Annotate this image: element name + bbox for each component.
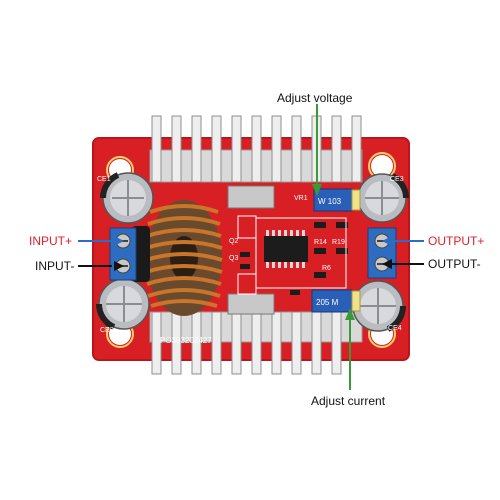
capacitor-ce3 (357, 173, 410, 223)
bottom-heatsink (149, 311, 363, 375)
top-heatsink (149, 115, 363, 183)
toroid-inductor (145, 200, 223, 316)
vr1-marking: VR1 (294, 195, 308, 202)
output-plus-label: OUTPUT+ (428, 234, 485, 248)
q3-marking: Q3 (229, 255, 238, 262)
r6-marking: R6 (322, 265, 331, 272)
adjust-current-label: Adjust current (311, 394, 386, 408)
arrow-right-icon (382, 259, 392, 269)
r14-marking: R14 (314, 239, 327, 246)
date-code-marking: PO303202427 (160, 336, 212, 345)
arrow-left-icon (114, 261, 124, 271)
smd-components (240, 222, 348, 295)
pot-bottom-marking: 205 M (316, 298, 339, 307)
silkscreen-outlines (237, 215, 347, 295)
input-plus-label: INPUT+ (29, 234, 73, 248)
output-minus-label: OUTPUT- (428, 257, 481, 271)
input-minus-callout (78, 261, 124, 271)
input-plus-callout (78, 236, 124, 246)
mosfet-q3 (227, 293, 275, 315)
arrow-right-icon (382, 236, 392, 246)
capacitor-ce2 (95, 278, 150, 330)
capacitor-ce4 (352, 280, 407, 332)
r19-marking: R19 (332, 239, 345, 246)
arrow-up-icon (345, 308, 355, 320)
adjust-voltage-label: Adjust voltage (277, 91, 353, 105)
controller-ic (264, 230, 308, 268)
arrow-left-icon (114, 236, 124, 246)
output-minus-callout (382, 259, 424, 269)
current-potentiometer[interactable] (311, 289, 361, 313)
pot-top-marking: W 103 (318, 197, 342, 206)
ce1-marking: CE1 (97, 176, 111, 183)
adjust-current-callout (345, 308, 355, 390)
ce4-marking: CE4 (388, 325, 402, 332)
input-terminal-block (109, 227, 137, 281)
output-terminal-block (367, 227, 397, 279)
adjust-voltage-callout (312, 104, 322, 196)
mosfet-q2 (227, 185, 275, 209)
arrow-down-icon (312, 184, 322, 196)
ce2-marking: CE2 (100, 327, 114, 334)
capacitor-ce1 (99, 172, 154, 224)
output-plus-callout (382, 236, 424, 246)
input-minus-label: INPUT- (35, 259, 75, 273)
q2-marking: Q2 (229, 238, 238, 245)
ce3-marking: CE3 (390, 176, 404, 183)
voltage-potentiometer[interactable] (313, 188, 361, 212)
